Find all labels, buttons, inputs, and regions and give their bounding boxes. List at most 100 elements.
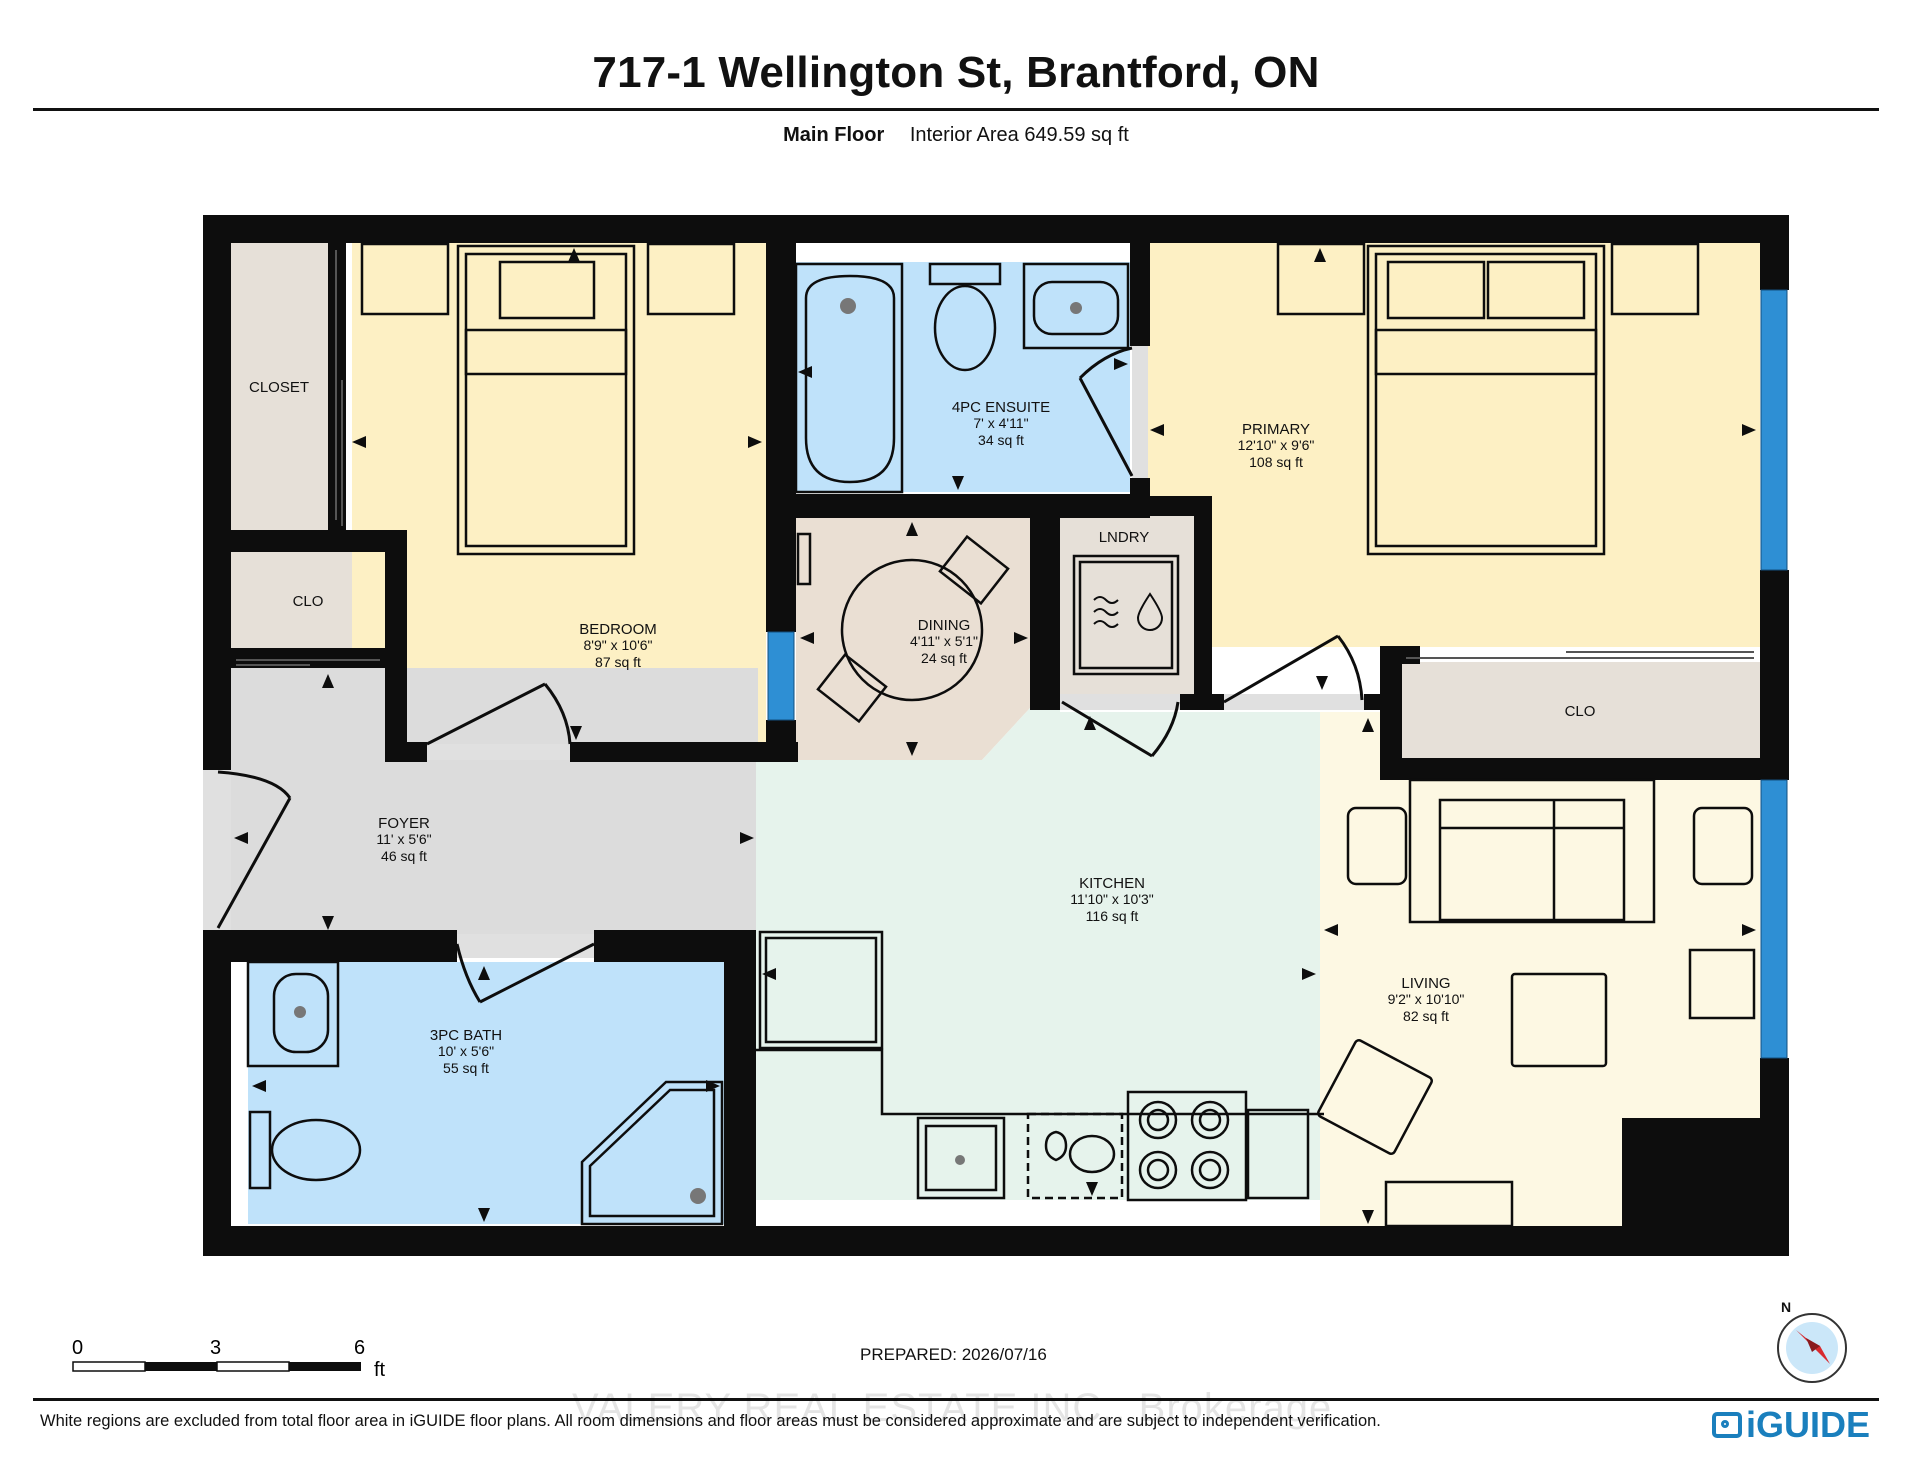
bedroom-pillow [498,260,596,320]
primary-pillow-right [1486,260,1586,320]
dishwasher [1026,1112,1124,1200]
burner-2-inner [1198,1108,1222,1132]
bedroom-name: BEDROOM [579,621,657,638]
wall-bedroom-bottom-b [570,742,798,762]
wall-laundry-bottom-r [1180,694,1224,710]
bath-dims: 10' x 5'6" [438,1043,494,1059]
kitchen-name: KITCHEN [1079,875,1145,892]
wall-top [203,215,1789,243]
primary-blanket-fold [1374,328,1598,376]
side-table-left [1346,806,1408,886]
arrow-bath-bottom [478,1208,490,1222]
plan-title: 717-1 Wellington St, Brantford, ON [592,48,1320,97]
ensuite-toilet-bowl [933,284,997,372]
water-drop-icon [1136,592,1164,631]
fridge-inner [764,936,878,1044]
arrow-primary-left [1150,424,1164,436]
bedroom-bed [456,244,636,556]
clo-left-label: CLO [293,593,324,610]
wall-primary-stub [1364,694,1384,710]
bedroom-fill [352,242,766,744]
wall-ensuite-right [1130,242,1150,346]
dining-area: 24 sq ft [921,650,967,666]
console-table [1688,948,1756,1020]
wall-clo-bottom [230,648,385,668]
foyer-name: FOYER [378,815,430,832]
bedroom-nightstand-right [646,242,736,316]
tv-stand [1384,1180,1514,1228]
closet-fill [230,242,334,530]
entry-door-swing [216,770,292,929]
wall-ensuite-left [776,242,796,522]
arrow-living-top [1362,718,1374,732]
coffee-table [1510,972,1608,1068]
door-swings [216,346,1364,1004]
title-rule [33,108,1879,111]
iguide-logo[interactable]: iGUIDE [1712,1404,1870,1446]
arrow-bath-right [706,1080,720,1092]
scale-bar: 0 3 6 ft [72,1337,386,1381]
sofa-seat [1438,798,1626,922]
wall-closet-bottom [230,530,390,552]
bath-toilet-bowl [270,1118,362,1182]
shower [580,1080,724,1226]
primary-bed-inner [1374,252,1598,548]
ensuite-door-opening [1132,346,1148,478]
bedroom-furniture [360,242,736,556]
footer-rule [33,1398,1879,1401]
clo-right-label: CLO [1565,703,1596,720]
ensuite-toilet-tank [928,262,1002,286]
arrow-dining-bottom [906,742,918,756]
closet-sliders [236,250,1754,666]
arrow-living-left [1324,924,1338,936]
dining-chair-top [938,534,1010,606]
bedroom-bed-inner [464,252,628,548]
arrow-bath-top [478,966,490,980]
arrow-foyer-bottom [322,916,334,930]
side-table-right [1692,806,1754,886]
ensuite-tub-drain [840,298,856,314]
living-area: 82 sq ft [1403,1008,1449,1024]
dining-fill [796,516,1030,760]
walls [203,215,1789,1256]
sofa [1408,778,1656,924]
arrow-living-right [1742,924,1756,936]
arrow-foyer-right [740,832,754,844]
laundry-label: LNDRY [1099,529,1150,546]
primary-bed [1366,244,1606,556]
wall-bottom [203,1226,1789,1256]
scale-segment-4 [289,1362,361,1371]
primary-nightstand-left [1276,242,1366,316]
bedroom-blanket-fold [464,328,628,376]
kitchen-area: 116 sq ft [1086,908,1139,924]
wall-corner-block [1622,1118,1789,1256]
wall-right-upper [1760,215,1789,290]
scale-segment-3 [216,1361,290,1372]
closet-label: CLOSET [249,379,309,396]
wall-bath-right [724,930,756,1256]
bath-area: 55 sq ft [443,1060,489,1076]
dining-dims: 4'11" x 5'1" [910,633,978,649]
laundry-unit [1072,554,1180,676]
arrow-primary-right [1742,424,1756,436]
primary-area: 108 sq ft [1249,454,1303,470]
primary-dims: 12'10" x 9'6" [1238,437,1315,453]
kitchen-sink-basin [924,1124,998,1192]
burner-3-inner [1146,1158,1170,1182]
ensuite-vanity [1022,262,1130,350]
arrow-ensuite-right [1114,358,1128,370]
primary-door-opening [1224,694,1364,710]
ensuite-tub-basin [804,274,896,484]
window-living [1760,779,1788,1059]
compass: N [1777,1299,1847,1383]
arrow-living-bottom [1362,1210,1374,1224]
bedroom-nightstand-left [360,242,450,316]
interior-area: Interior Area 649.59 sq ft [909,124,1129,146]
iguide-brand-text: iGUIDE [1746,1404,1871,1445]
ensuite-tub [794,262,904,494]
bath-sink [272,972,330,1054]
burner-2 [1190,1100,1230,1140]
dining-chair-bottom [816,652,888,724]
dining-name: DINING [918,617,971,634]
accent-chair [1317,1039,1433,1155]
